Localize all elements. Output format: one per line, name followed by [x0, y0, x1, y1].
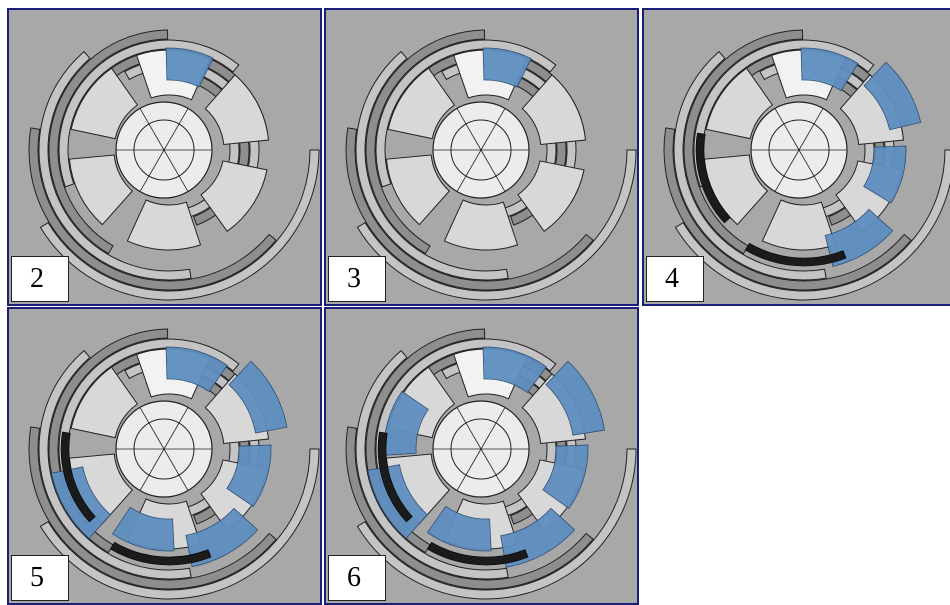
- impeller-frame-5: 5: [7, 307, 322, 605]
- frame-label: 6: [328, 555, 386, 601]
- frame-label: 4: [646, 256, 704, 302]
- impeller-frame-2: 2: [7, 8, 322, 306]
- frame-label: 2: [11, 256, 69, 302]
- impeller-image: [9, 309, 320, 603]
- impeller-frame-3: 3: [324, 8, 639, 306]
- frame-label: 3: [328, 256, 386, 302]
- impeller-image: [326, 10, 637, 304]
- impeller-image: [644, 10, 950, 304]
- impeller-frame-4: 4: [642, 8, 950, 306]
- impeller-image: [9, 10, 320, 304]
- impeller-image: [326, 309, 637, 603]
- frame-label: 5: [11, 555, 69, 601]
- impeller-frame-6: 6: [324, 307, 639, 605]
